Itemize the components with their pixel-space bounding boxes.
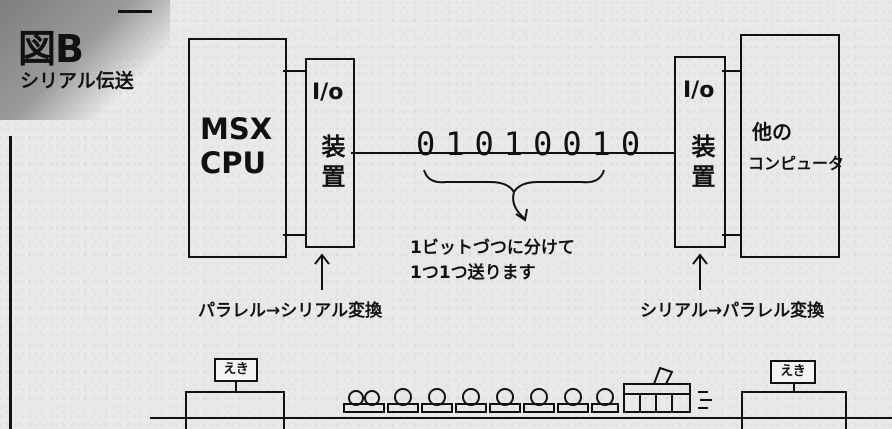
figure-label: 図B <box>18 27 84 71</box>
right-conversion-caption: シリアル→パラレル変換 <box>640 301 825 321</box>
transmitted-bits: 01010010 <box>416 125 651 163</box>
msx-cpu-label: MSX CPU <box>200 112 273 180</box>
left-io-device-label: 装置 <box>317 134 345 194</box>
left-station <box>185 391 285 429</box>
bits-brace <box>423 169 605 194</box>
right-station-sign: えき <box>770 360 816 384</box>
right-up-arrow-head <box>692 253 708 265</box>
note-arrow <box>512 191 525 219</box>
left-up-arrow-head <box>314 253 330 265</box>
transmission-note-1: 1ビットづつに分けて <box>410 238 575 258</box>
other-computer-box <box>740 34 840 258</box>
right-io-device-label: 装置 <box>687 134 715 194</box>
left-io-label: I/o <box>312 80 344 105</box>
right-station <box>741 391 847 429</box>
right-connector <box>722 70 740 236</box>
locomotive <box>623 366 712 413</box>
other-computer-label-2: コンピュータ <box>748 154 845 173</box>
top-rule <box>118 10 152 13</box>
figure-label-tab <box>0 0 170 120</box>
figure-subtitle: シリアル伝送 <box>20 70 134 92</box>
left-station-sign: えき <box>214 358 258 382</box>
msx-cpu-box <box>188 38 287 258</box>
left-frame-line <box>9 136 12 429</box>
other-computer-label-1: 他の <box>752 120 792 144</box>
right-io-device-box <box>674 56 726 248</box>
right-io-label: I/o <box>683 78 715 103</box>
train-illustration <box>150 366 892 429</box>
left-conversion-caption: パラレル→シリアル変換 <box>198 301 383 321</box>
cargo-wagons <box>343 388 619 413</box>
left-connector <box>283 70 305 236</box>
transmission-note-2: 1つ1つ送ります <box>410 263 536 283</box>
note-arrow-head <box>515 208 528 222</box>
